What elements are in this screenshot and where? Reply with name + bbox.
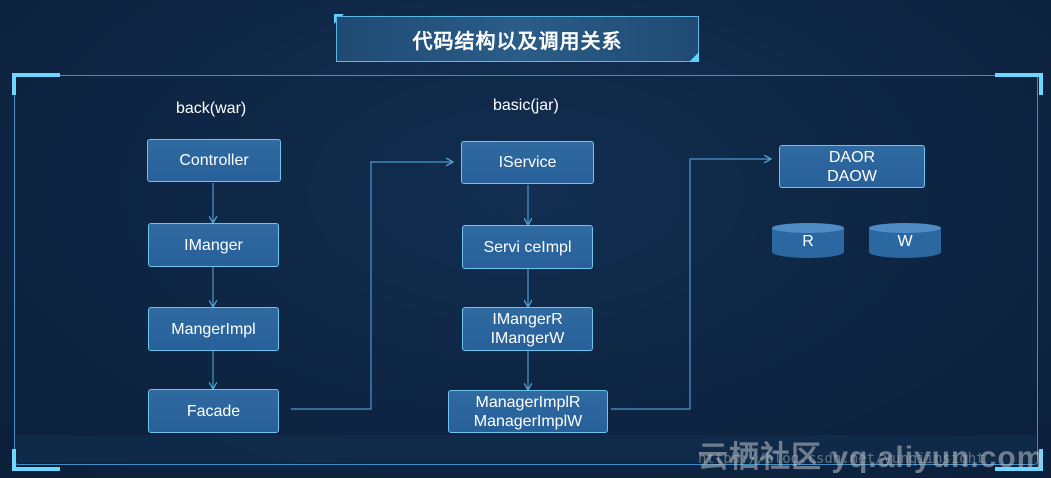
- watermark-url: https://blog.csdn.net/yunqiinsight: [698, 451, 985, 467]
- database-w-icon: W: [869, 223, 941, 259]
- database-label: W: [897, 233, 913, 250]
- frame-corner-bottom-right: [995, 449, 1043, 471]
- node-controller: Controller: [147, 139, 281, 182]
- frame-corner-top-left: [12, 73, 60, 95]
- node-managerimpl-rw: ManagerImplR ManagerImplW: [448, 390, 608, 433]
- node-facade: Facade: [148, 389, 279, 433]
- node-label-r: IMangerR: [492, 311, 563, 328]
- node-label-w: IMangerW: [490, 330, 565, 347]
- node-iservice: IService: [461, 141, 594, 184]
- title-notch-icon: [689, 52, 699, 62]
- node-label: IService: [498, 154, 557, 171]
- frame-bottom-band: [16, 435, 1036, 463]
- node-label-w: DAOW: [827, 167, 877, 185]
- node-label: MangerImpl: [171, 320, 256, 338]
- node-label-r: DAOR: [828, 148, 876, 166]
- database-label: R: [802, 233, 814, 250]
- node-serviceimpl: Servi ceImpl: [462, 225, 593, 269]
- node-mangerimpl: MangerImpl: [148, 307, 279, 351]
- column-label-basic: basic(jar): [493, 97, 559, 114]
- node-label: IManger: [184, 236, 243, 254]
- node-label: Servi ceImpl: [483, 238, 572, 256]
- node-dao: DAOR DAOW: [779, 145, 925, 188]
- arrow-facade-iservice: [291, 162, 452, 410]
- database-r-icon: R: [772, 223, 844, 259]
- node-label: Facade: [186, 402, 241, 420]
- node-imanger: IManger: [148, 223, 279, 267]
- node-label: Controller: [179, 152, 249, 169]
- column-label-back: back(war): [176, 100, 247, 117]
- watermark-brand: 云栖社区 yq.aliyun.com: [698, 441, 1045, 474]
- page-title: 代码结构以及调用关系: [336, 16, 699, 62]
- frame-corner-top-right: [995, 73, 1043, 95]
- node-label-r: ManagerImplR: [475, 393, 581, 411]
- arrow-managerimpl-dao: [611, 159, 770, 410]
- frame-corner-bottom-left: [12, 449, 60, 471]
- node-imanger-rw: IMangerR IMangerW: [462, 307, 593, 351]
- node-label-w: ManagerImplW: [473, 412, 583, 430]
